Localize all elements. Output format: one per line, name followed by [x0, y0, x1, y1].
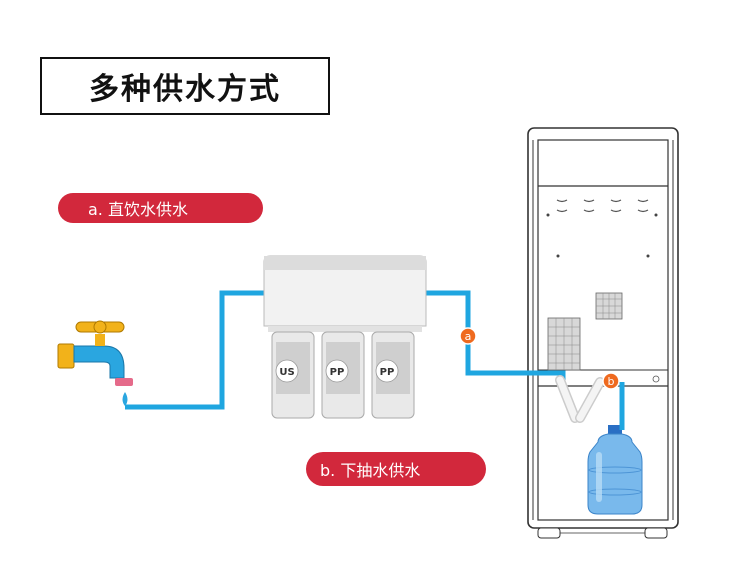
option-b-text: b. 下抽水供水 [320, 461, 421, 480]
dispenser-inlet-pipe [555, 375, 605, 423]
filter-3-label: PP [380, 367, 395, 378]
option-a-text: a. 直饮水供水 [88, 200, 188, 219]
faucet-icon [57, 320, 133, 406]
filter-cartridge-1: US [271, 331, 315, 419]
water-bottle-icon [587, 425, 643, 515]
water-dispenser [527, 127, 679, 539]
page-title: 多种供水方式 [40, 57, 330, 115]
option-b-label: b. 下抽水供水 [306, 452, 486, 486]
option-a-label: a. 直饮水供水 [58, 193, 263, 223]
marker-a-text: a [465, 330, 472, 343]
filter-cartridge-3: PP [371, 331, 415, 419]
marker-a: a [459, 327, 477, 345]
filter-2-label: PP [330, 367, 345, 378]
marker-b-text: b [608, 375, 615, 388]
filter-cartridge-2: PP [321, 331, 365, 419]
filter-system [263, 255, 427, 332]
marker-b: b [602, 372, 620, 390]
filter-1-label: US [279, 367, 294, 378]
